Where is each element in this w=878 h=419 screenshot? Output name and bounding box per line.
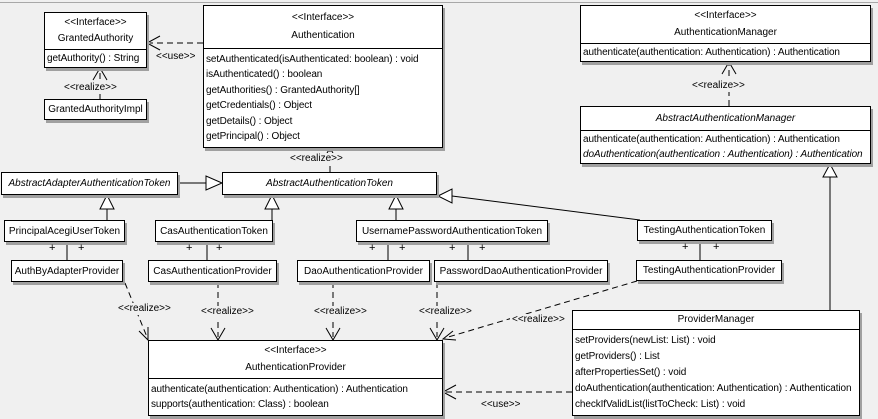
method-row: isAuthenticated() : boolean [206, 69, 323, 81]
class-name: AuthenticationManager [674, 26, 777, 38]
class-providermanager[interactable]: ProviderManager setProviders(newList: Li… [572, 310, 860, 416]
class-name: Authentication [291, 30, 355, 41]
class-name: TestingAuthenticationProvider [642, 265, 776, 276]
edge-generalization-testingauthenticationtoken [436, 188, 641, 221]
association-marker: + [479, 242, 486, 254]
method-row: doAuthentication(authentication : Authen… [583, 148, 863, 160]
method-row: supports(authentication: Class) : boolea… [151, 399, 329, 411]
class-name: GrantedAuthority [57, 33, 134, 44]
edge-generalization-abstractadapter-to-abstracttoken [178, 175, 224, 191]
method-row: doAuthentication(authentication: Authent… [575, 383, 852, 394]
label-use-authenticationprovider: <<use>> [479, 399, 523, 411]
class-grantedauthorityimpl[interactable]: GrantedAuthorityImpl [44, 99, 147, 120]
association-marker: + [399, 242, 406, 254]
class-abstractadapterauthenticationtoken[interactable]: AbstractAdapterAuthenticationToken [1, 172, 178, 195]
association-marker: + [369, 242, 376, 254]
class-name: PasswordDaoAuthenticationProvider [439, 265, 603, 277]
class-principalacegiusertoken[interactable]: PrincipalAcegiUserToken [4, 220, 125, 242]
association-marker: + [713, 241, 720, 253]
edge-generalization-providermanager-to-abstractmanager [822, 162, 838, 310]
class-daoauthenticationprovider[interactable]: DaoAuthenticationProvider [297, 260, 430, 282]
method-row: authenticate(authentication: Authenticat… [151, 383, 408, 395]
edge-generalization-principalacegiusertoken [99, 193, 115, 220]
method-row: setAuthenticated(isAuthenticated: boolea… [206, 53, 419, 65]
edge-generalization-usernamepasswordtoken [388, 193, 404, 220]
edge-use-authentication-to-grantedauthority [145, 35, 203, 51]
class-authentication[interactable]: <<Interface>> Authentication setAuthenti… [203, 5, 443, 148]
association-marker: + [49, 242, 56, 254]
class-grantedauthority[interactable]: <<Interface>> GrantedAuthority getAuthor… [44, 12, 147, 68]
canvas-top-edge [0, 2, 878, 3]
association-marker: + [682, 241, 689, 253]
method-row: authenticate(authentication: Authenticat… [583, 47, 840, 58]
method-row: getAuthorities() : GrantedAuthority[] [206, 84, 360, 96]
method-row: getCredentials() : Object [206, 100, 312, 112]
method-row: afterPropertiesSet() : void [575, 367, 687, 378]
class-casauthenticationprovider[interactable]: CasAuthenticationProvider [148, 260, 277, 282]
class-name: CasAuthenticationProvider [153, 265, 272, 277]
class-name: CasAuthenticationToken [160, 225, 268, 237]
label-realize-passworddaoauthenticationprovider: <<realize>> [417, 306, 474, 318]
association-marker: + [186, 242, 193, 254]
label-use-grantedauthority: <<use>> [154, 51, 198, 63]
class-authenticationprovider[interactable]: <<Interface>> AuthenticationProvider aut… [148, 340, 443, 416]
label-realize-abstractauthenticationtoken: <<realize>> [288, 153, 345, 165]
class-name: AuthByAdapterProvider [14, 265, 120, 277]
association-marker: + [216, 242, 223, 254]
label-realize-daoauthenticationprovider: <<realize>> [312, 306, 369, 318]
class-name: AuthenticationProvider [245, 361, 346, 373]
edge-generalization-casauthenticationtoken [264, 193, 280, 220]
class-testingauthenticationprovider[interactable]: TestingAuthenticationProvider [636, 260, 782, 281]
class-name: DaoAuthenticationProvider [304, 265, 423, 277]
association-marker: + [449, 242, 456, 254]
class-name: TestingAuthenticationToken [643, 225, 766, 236]
class-abstractauthenticationtoken[interactable]: AbstractAuthenticationToken [222, 172, 437, 195]
stereotype-label: <<Interface>> [264, 345, 327, 357]
class-name: GrantedAuthorityImpl [48, 104, 143, 115]
method-row: checkIfValidList(listToCheck: List) : vo… [575, 399, 746, 410]
class-testingauthenticationtoken[interactable]: TestingAuthenticationToken [637, 220, 772, 241]
edge-realize-testingauthenticationprovider [441, 280, 638, 341]
stereotype-label: <<Interface>> [694, 10, 757, 22]
stereotype-label: <<Interface>> [291, 12, 355, 23]
class-name: ProviderManager [677, 314, 755, 325]
label-realize-testingauthenticationprovider: <<realize>> [510, 314, 567, 326]
label-realize-authbyadapterprovider: <<realize>> [116, 303, 173, 315]
label-realize-casauthenticationprovider: <<realize>> [199, 306, 256, 318]
class-authenticationmanager[interactable]: <<Interface>> AuthenticationManager auth… [580, 5, 871, 62]
method-row: getDetails() : Object [206, 115, 293, 127]
label-realize-abstractauthenticationmanager: <<realize>> [690, 80, 747, 92]
stereotype-label: <<Interface>> [64, 17, 127, 28]
class-passworddaoauthenticationprovider[interactable]: PasswordDaoAuthenticationProvider [434, 260, 608, 282]
class-casauthenticationtoken[interactable]: CasAuthenticationToken [155, 220, 273, 242]
class-name: PrincipalAcegiUserToken [8, 225, 121, 237]
class-name: AbstractAuthenticationToken [266, 178, 393, 189]
class-abstractauthenticationmanager[interactable]: AbstractAuthenticationManager authentica… [580, 106, 871, 164]
association-marker: + [78, 242, 85, 254]
class-name: AbstractAuthenticationManager [655, 112, 796, 124]
method-row: authenticate(authentication: Authenticat… [583, 134, 840, 146]
method-row: setProviders(newList: List) : void [575, 335, 716, 346]
edge-use-providermanager-to-authenticationprovider [441, 384, 572, 400]
label-realize-grantedauthorityimpl: <<realize>> [62, 82, 119, 94]
class-name: UsernamePasswordAuthenticationToken [361, 225, 543, 237]
class-name: AbstractAdapterAuthenticationToken [8, 178, 171, 189]
method-row: getProviders() : List [575, 351, 660, 362]
class-usernamepasswordauthenticationtoken[interactable]: UsernamePasswordAuthenticationToken [356, 220, 548, 242]
method-row: getAuthority() : String [47, 53, 140, 64]
class-authbyadapterprovider[interactable]: AuthByAdapterProvider [11, 260, 123, 282]
method-row: getPrincipal() : Object [206, 131, 300, 143]
